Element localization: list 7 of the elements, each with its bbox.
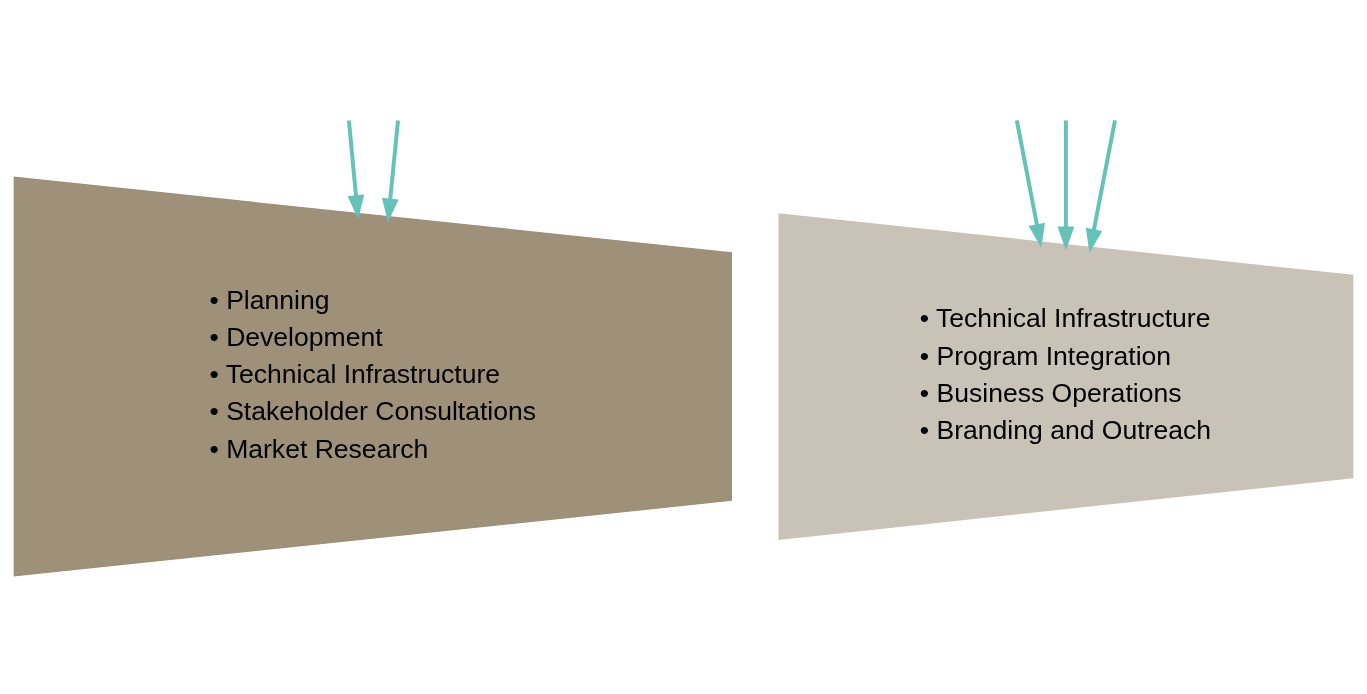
- arrow: [1014, 119, 1046, 248]
- arrow: [1057, 119, 1075, 250]
- arrow: [346, 119, 365, 219]
- node-box: • Technical Infrastructure • Program Integration • Business Operations • Branding and Outreach: [778, 212, 1354, 540]
- node-box: • Planning • Development • Technical Infrastructure • Stakeholder Consultations • Market Research: [13, 176, 732, 576]
- arrow: [1085, 119, 1117, 253]
- arrow: [381, 119, 400, 222]
